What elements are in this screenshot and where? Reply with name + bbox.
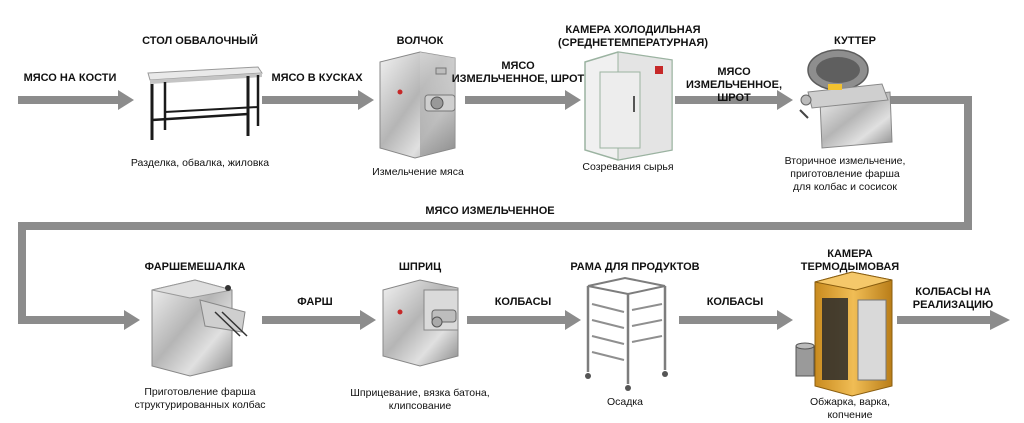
station-caption-chamber: Созревания сырья <box>582 161 674 173</box>
flow-label-mixer-filler: ФАРШ <box>297 296 333 308</box>
station-title-cutter: КУТТЕР <box>834 35 876 47</box>
smoke-chamber-icon <box>795 271 893 397</box>
station-title-chamber: КАМЕРА ХОЛОДИЛЬНАЯ (СРЕДНЕТЕМПЕРАТУРНАЯ) <box>558 24 708 49</box>
arrow-chamber-cutter <box>675 90 793 110</box>
arrow-input <box>18 90 134 110</box>
station-title-mixer: ФАРШЕМЕШАЛКА <box>144 261 246 273</box>
station-caption-grinder: Измельчение мяса <box>372 166 464 178</box>
arrow-mixer-filler <box>262 310 376 330</box>
station-title-smoker: КАМЕРА ТЕРМОДЫМОВАЯ <box>800 248 900 273</box>
station-title-rack: РАМА ДЛЯ ПРОДУКТОВ <box>570 261 700 273</box>
arrow-return-loop <box>18 96 972 330</box>
meat-grinder-icon <box>379 51 456 159</box>
deboning-table-icon <box>147 66 263 140</box>
arrow-rack-smoker <box>679 310 793 330</box>
station-caption-mixer: Приготовление фарша структурированных ко… <box>134 386 266 411</box>
arrow-output <box>897 310 1010 330</box>
flow-label-table-grinder: МЯСО В КУСКАХ <box>271 72 363 84</box>
bowl-cutter-icon <box>799 49 893 149</box>
station-caption-table: Разделка, обвалка, жиловка <box>130 157 270 169</box>
station-caption-filler: Шприцевание, вязка батона, клипсование <box>350 387 490 412</box>
station-caption-smoker: Обжарка, варка, копчение <box>810 396 890 421</box>
flow-label-filler-rack: КОЛБАСЫ <box>494 296 552 308</box>
sausage-filler-icon <box>382 279 459 367</box>
cold-chamber-icon <box>584 51 673 161</box>
mince-mixer-icon <box>151 279 248 377</box>
station-title-filler: ШПРИЦ <box>398 261 442 273</box>
arrow-grinder-chamber <box>465 90 581 110</box>
station-title-table: СТОЛ ОБВАЛОЧНЫЙ <box>142 35 258 47</box>
station-caption-cutter: Вторичное измельчение, приготовление фар… <box>784 155 906 193</box>
flow-label-return: МЯСО ИЗМЕЛЬЧЕННОЕ <box>425 205 555 217</box>
station-caption-rack: Осадка <box>606 396 644 408</box>
flow-label-grinder-chamber: МЯСО ИЗМЕЛЬЧЕННОЕ, ШРОТ <box>451 60 585 85</box>
flow-label-rack-smoker: КОЛБАСЫ <box>706 296 764 308</box>
flow-label-chamber-cutter: МЯСО ИЗМЕЛЬЧЕННОЕ, ШРОТ <box>686 66 782 104</box>
arrow-filler-rack <box>467 310 581 330</box>
flow-label-input: МЯСО НА КОСТИ <box>23 72 117 84</box>
station-title-grinder: ВОЛЧОК <box>396 35 444 47</box>
product-rack-icon <box>585 276 668 391</box>
flow-label-output: КОЛБАСЫ НА РЕАЛИЗАЦИЮ <box>912 286 994 311</box>
arrow-table-grinder <box>262 90 374 110</box>
